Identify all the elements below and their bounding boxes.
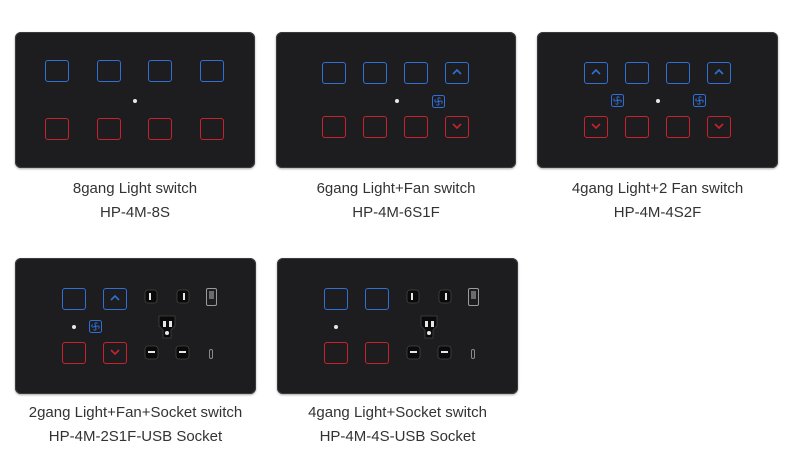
light-button-3[interactable] (404, 62, 428, 84)
product-model: HP-4M-4S-USB Socket (319, 428, 476, 445)
product-model: HP-4M-2S1F-USB Socket (48, 428, 223, 445)
light-button-6[interactable] (404, 116, 428, 138)
indicator-dot (72, 325, 76, 329)
light-button-2[interactable] (62, 342, 86, 364)
light-button-1[interactable] (45, 60, 69, 82)
light-button-2[interactable] (363, 62, 387, 84)
usb-c-port (209, 349, 213, 359)
universal-socket (406, 289, 452, 360)
switch-panel-2gang-fan-socket (15, 258, 256, 394)
product-title: 8gang Light switch (72, 180, 198, 197)
fan1-up-button[interactable] (584, 62, 608, 84)
light-button-5[interactable] (363, 116, 387, 138)
light-button-4[interactable] (200, 60, 224, 82)
product-caption: 6gang Light+Fan switch HP-4M-6S1F (276, 177, 516, 225)
light-button-3[interactable] (324, 342, 348, 364)
chevron-up-icon (591, 68, 601, 75)
indicator-dot (334, 325, 338, 329)
light-button-6[interactable] (97, 118, 121, 140)
fan-icon (432, 95, 445, 108)
chevron-down-icon (591, 123, 601, 130)
light-button-3[interactable] (625, 116, 649, 138)
light-button-7[interactable] (148, 118, 172, 140)
usb-c-port (471, 349, 475, 359)
switch-panel-8gang (15, 32, 255, 168)
fan-up-button[interactable] (103, 288, 127, 310)
universal-socket (144, 289, 190, 360)
product-title: 4gang Light+Socket switch (308, 404, 487, 421)
light-button-2[interactable] (97, 60, 121, 82)
fan-up-button[interactable] (445, 62, 469, 84)
indicator-dot (395, 99, 399, 103)
product-model: HP-4M-6S1F (352, 204, 440, 221)
fan-icon (89, 320, 102, 333)
fan2-down-button[interactable] (707, 116, 731, 138)
chevron-up-icon (452, 68, 462, 75)
chevron-down-icon (452, 123, 462, 130)
product-caption: 2gang Light+Fan+Socket switch HP-4M-2S1F… (0, 401, 271, 449)
light-button-1[interactable] (62, 288, 86, 310)
fan-icon (611, 94, 624, 107)
light-button-4[interactable] (666, 116, 690, 138)
product-caption: 4gang Light+Socket switch HP-4M-4S-USB S… (262, 401, 533, 449)
light-button-2[interactable] (365, 288, 389, 310)
fan-down-button[interactable] (103, 342, 127, 364)
light-button-1[interactable] (324, 288, 348, 310)
light-button-1[interactable] (322, 62, 346, 84)
indicator-dot (656, 99, 660, 103)
product-model: HP-4M-4S2F (613, 204, 702, 221)
fan1-down-button[interactable] (584, 116, 608, 138)
switch-panel-4gang-socket (277, 258, 518, 394)
chevron-down-icon (110, 349, 120, 356)
chevron-up-icon (110, 294, 120, 301)
usb-a-port (206, 288, 217, 306)
light-button-1[interactable] (625, 62, 649, 84)
product-title: 6gang Light+Fan switch (316, 180, 476, 197)
fan2-up-button[interactable] (707, 62, 731, 84)
light-button-3[interactable] (148, 60, 172, 82)
chevron-down-icon (714, 123, 724, 130)
product-title: 4gang Light+2 Fan switch (571, 180, 744, 197)
light-button-2[interactable] (666, 62, 690, 84)
usb-a-port (468, 288, 479, 306)
product-caption: 8gang Light switch HP-4M-8S (15, 177, 255, 225)
product-model: HP-4M-8S (99, 204, 170, 221)
product-title: 2gang Light+Fan+Socket switch (28, 404, 243, 421)
chevron-up-icon (714, 68, 724, 75)
light-button-4[interactable] (322, 116, 346, 138)
indicator-dot (133, 99, 137, 103)
product-caption: 4gang Light+2 Fan switch HP-4M-4S2F (537, 177, 778, 225)
fan-icon (693, 94, 706, 107)
light-button-8[interactable] (200, 118, 224, 140)
fan-down-button[interactable] (445, 116, 469, 138)
light-button-5[interactable] (45, 118, 69, 140)
switch-panel-6gang-fan (276, 32, 516, 168)
light-button-4[interactable] (365, 342, 389, 364)
switch-panel-4gang-2fan (537, 32, 778, 168)
